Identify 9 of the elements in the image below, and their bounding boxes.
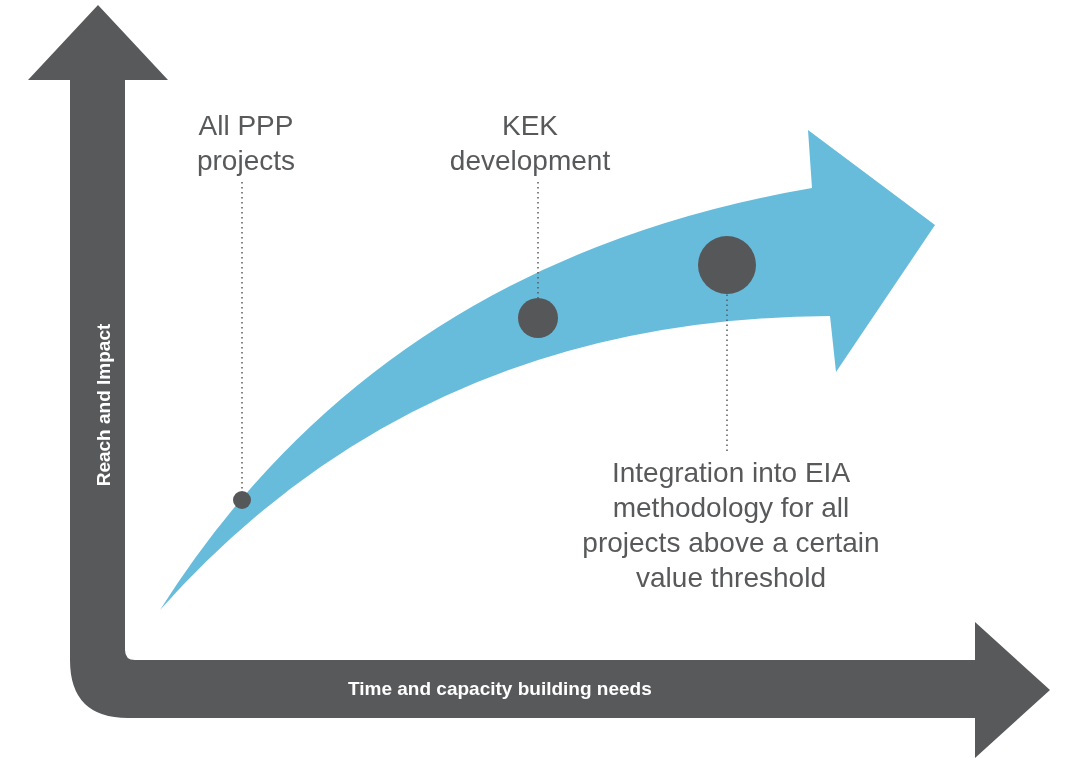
callout-text: Integration into EIA methodology for all projects above a certain value threshold (561, 455, 901, 595)
axis-label: Time and capacity building needs (348, 678, 652, 700)
callout-text: KEK development (430, 108, 630, 178)
callout-text: All PPP projects (166, 108, 326, 178)
leader-line (537, 181, 539, 299)
leader-line (726, 293, 728, 452)
axis-label: Reach and Impact (92, 323, 115, 487)
leader-line (241, 181, 243, 492)
milestone-dot (233, 491, 251, 509)
